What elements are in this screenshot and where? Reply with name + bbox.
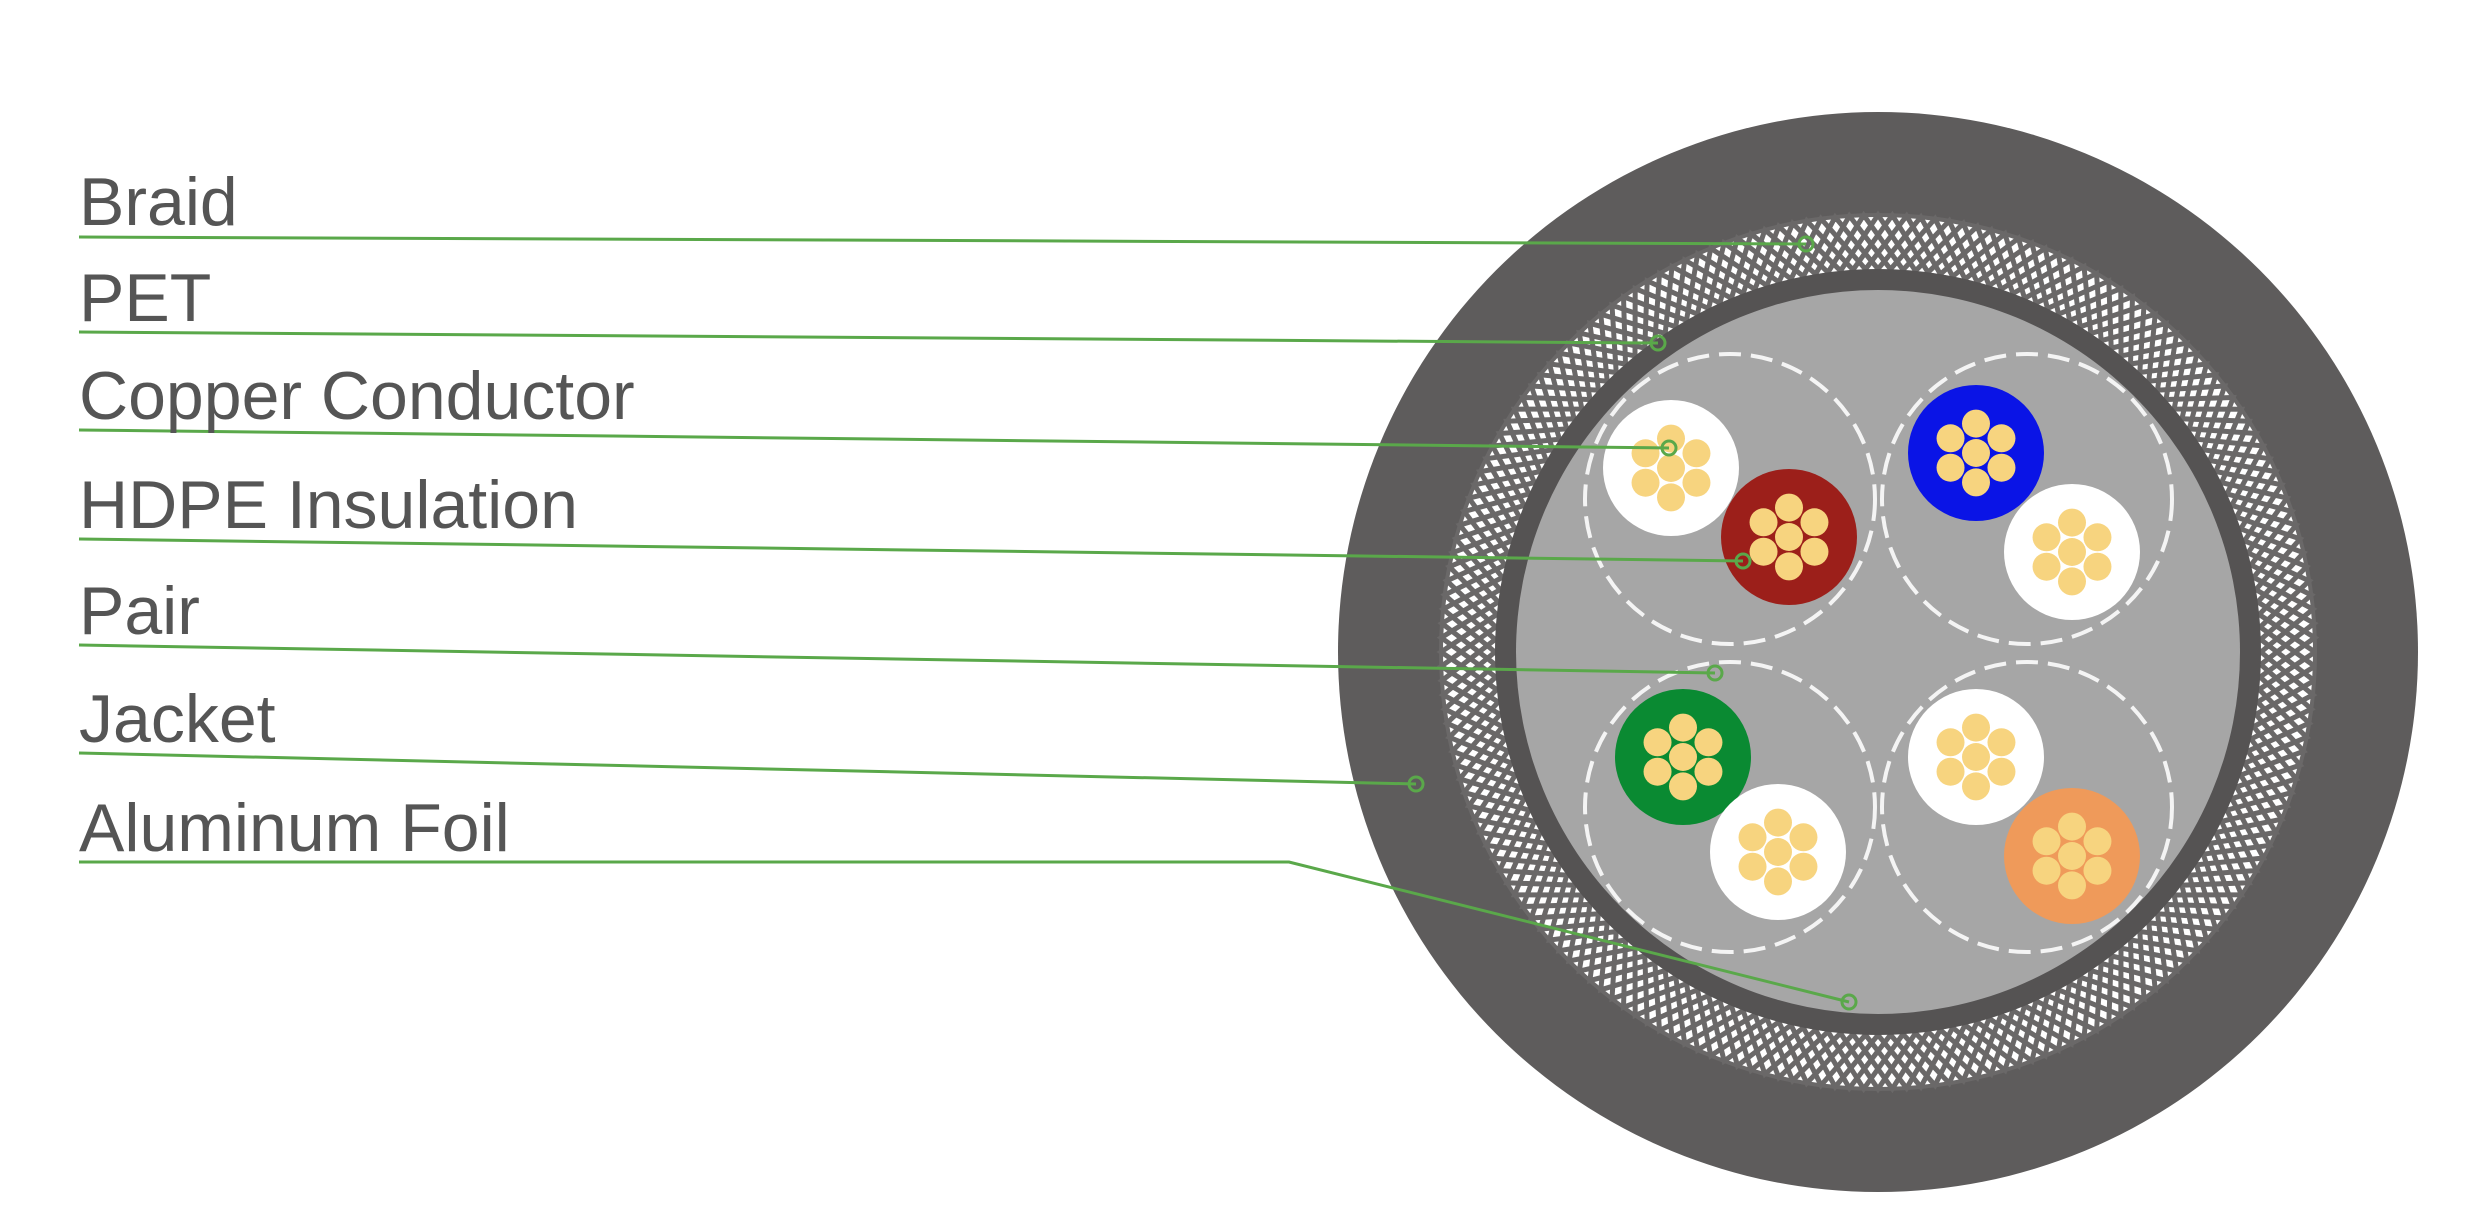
leader-line-copper-conductor [78,428,1670,450]
copper-strand [1987,757,2016,786]
leader-dot-jacket [1407,775,1425,793]
leader-line-pet [78,330,1659,345]
copper-strand [1962,713,1990,742]
copper-strand [1987,424,2016,453]
copper-strand [1669,713,1697,742]
copper-strand [1800,508,1829,537]
copper-strand [1775,552,1803,581]
copper-strand [1657,454,1685,482]
copper-strand [1657,483,1685,512]
leader-dot-aluminum-foil [1840,993,1858,1011]
copper-strand [1764,867,1792,896]
copper-strand [1749,537,1778,566]
copper-strand [1669,743,1697,771]
copper-strand [1682,468,1711,497]
label-pair: Pair [79,573,200,649]
leader-dot-hdpe-insulation [1734,552,1752,570]
copper-strand [1643,757,1672,786]
copper-strand [1936,728,1965,757]
label-jacket: Jacket [79,681,276,757]
copper-strand [1936,453,1965,482]
label-aluminum-foil: Aluminum Foil [79,790,510,866]
pair-boundary [1583,660,1877,954]
copper-strand [2058,538,2086,566]
copper-strand [1962,743,1990,771]
copper-strand [1962,468,1990,497]
copper-strand [2058,812,2086,841]
braid-wire [1436,210,2320,1094]
copper-strand [1764,808,1792,837]
pair-boundary [1880,660,2174,954]
label-pet: PET [79,260,212,336]
pair-boundary [1583,352,1877,646]
copper-strand [1789,823,1818,852]
copper-strand [1775,523,1803,551]
copper-strand [2083,552,2112,581]
leader-line-aluminum-foil [79,860,1850,1004]
copper-strand [1738,823,1767,852]
copper-strand [1631,468,1660,497]
copper-strand [1936,757,1965,786]
copper-strand [1936,424,1965,453]
copper-strand [1738,852,1767,881]
copper-strand [2058,567,2086,596]
copper-strand [1987,728,2016,757]
copper-strand [1962,409,1990,438]
copper-strand [1669,772,1697,801]
copper-strand [2058,508,2086,537]
leader-line-hdpe-insulation [78,537,1744,563]
leader-dot-copper-conductor [1660,439,1678,457]
copper-strand [2032,827,2061,856]
copper-strand [1987,453,2016,482]
copper-strand [1775,493,1803,522]
copper-strand [1643,728,1672,757]
copper-strand [1694,757,1723,786]
copper-strand [1631,439,1660,468]
label-braid: Braid [79,164,238,240]
leader-line-jacket [78,751,1417,786]
leader-dot-pair [1706,664,1724,682]
copper-strand [2058,871,2086,900]
label-hdpe-insulation: HDPE Insulation [79,467,578,543]
copper-strand [1789,852,1818,881]
copper-strand [2032,552,2061,581]
copper-strand [1764,838,1792,866]
copper-strand [2083,827,2112,856]
leader-line-pair [78,643,1716,675]
copper-strand [2083,856,2112,885]
copper-strand [1682,439,1711,468]
copper-strand [1694,728,1723,757]
copper-strand [2083,523,2112,552]
leader-dot-braid [1797,235,1815,253]
copper-strand [1962,439,1990,467]
copper-strand [2032,523,2061,552]
copper-strand [2058,842,2086,870]
copper-strand [1749,508,1778,537]
copper-strand [1800,537,1829,566]
pair-boundary [1880,352,2174,646]
label-copper-conductor: Copper Conductor [79,358,635,434]
braid-outer-edge [1439,213,2317,1091]
copper-strand [2032,856,2061,885]
leader-line-braid [78,235,1807,246]
copper-strand [1962,772,1990,801]
leader-dot-pet [1649,334,1667,352]
